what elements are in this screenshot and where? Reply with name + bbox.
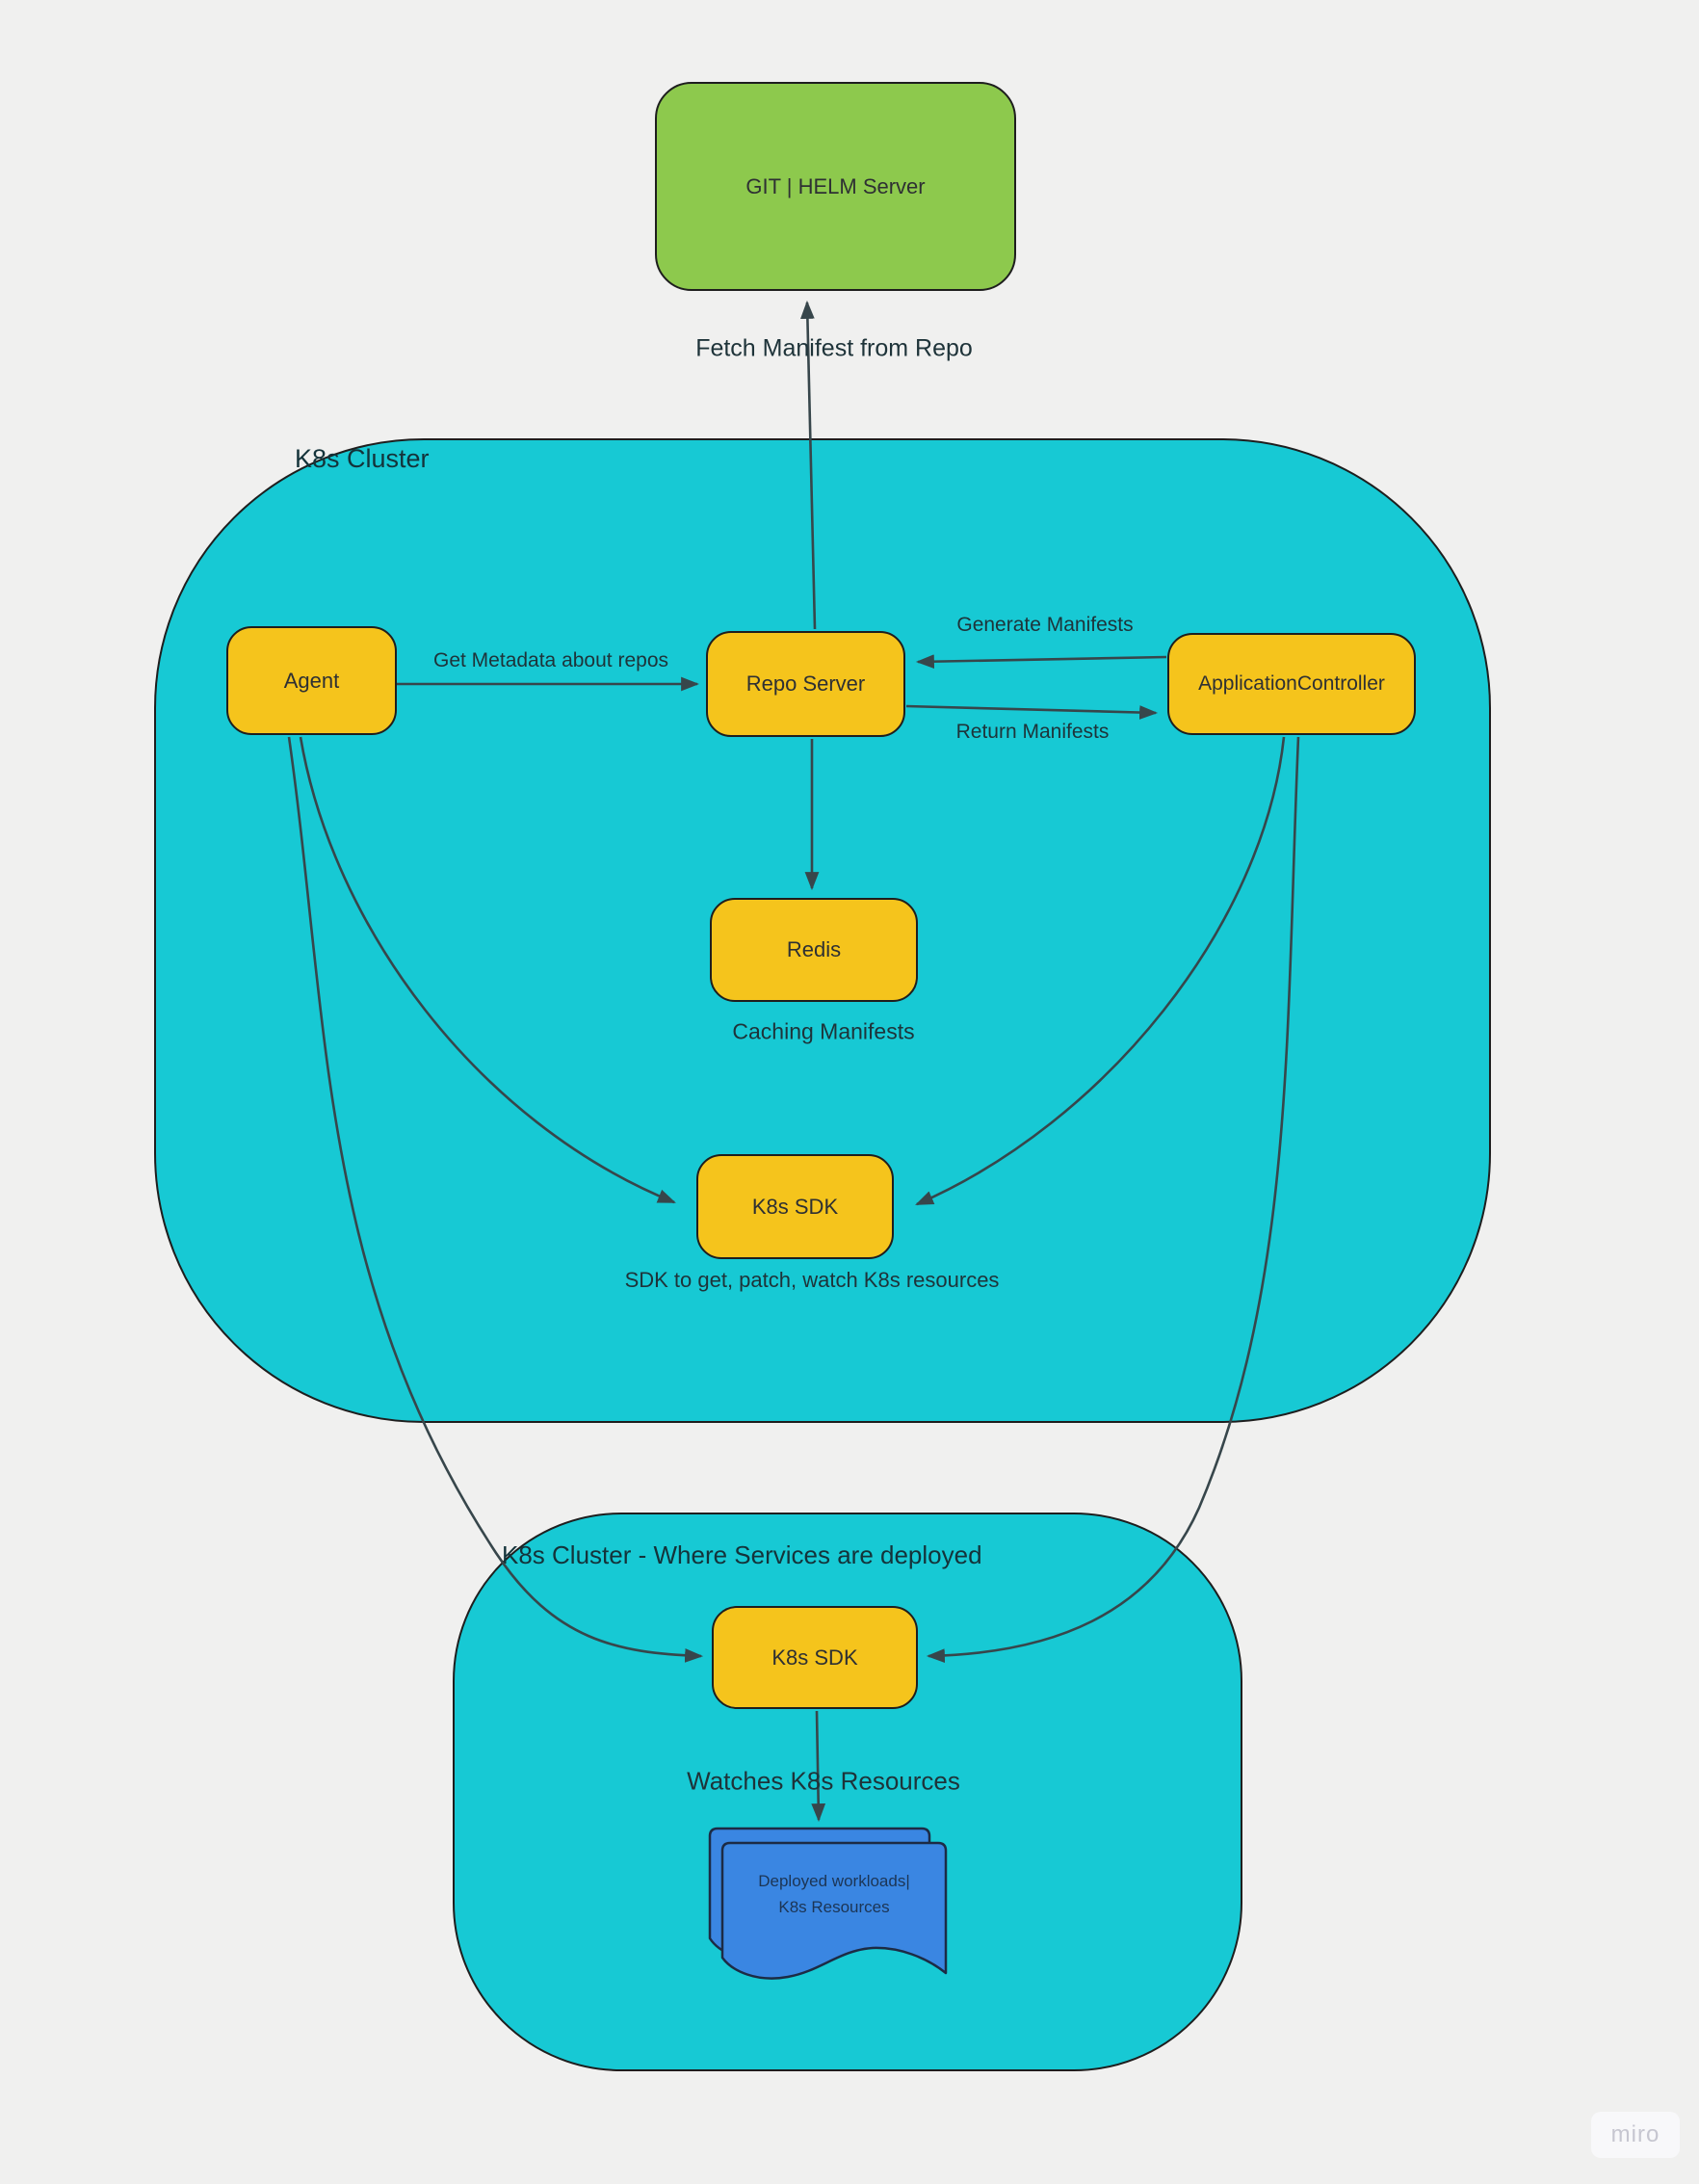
node-application-controller-label: ApplicationController [1198,672,1385,695]
label-get-metadata[interactable]: Get Metadata about repos [433,649,668,671]
node-git-helm-server[interactable]: GIT | HELM Server [655,82,1016,291]
node-repo-server[interactable]: Repo Server [706,631,905,737]
document-front-sheet[interactable] [720,1841,948,1980]
edge-appctrl-to-sdk-deploy[interactable] [926,736,1300,1663]
edge-repo-to-appctrl[interactable] [905,704,1159,720]
node-k8s-sdk-deploy[interactable]: K8s SDK [712,1606,918,1709]
edge-appctrl-to-repo[interactable] [915,654,1167,670]
label-generate-manifests[interactable]: Generate Manifests [956,614,1134,636]
cluster-k8s-main-label: K8s Cluster [295,444,430,473]
miro-watermark: miro [1591,2112,1680,2158]
edge-sdk-deploy-to-workloads[interactable] [811,1710,826,1823]
cluster-k8s-deploy[interactable] [453,1513,1242,2071]
label-fetch-manifest[interactable]: Fetch Manifest from Repo [695,334,973,362]
miro-watermark-label: miro [1610,2121,1660,2147]
node-k8s-sdk-main[interactable]: K8s SDK [696,1154,894,1259]
node-k8s-sdk-deploy-label: K8s SDK [771,1645,858,1670]
edge-agent-to-sdk-main[interactable] [299,736,676,1204]
label-sdk-note[interactable]: SDK to get, patch, watch K8s resources [624,1268,1000,1292]
edge-agent-to-sdk-deploy[interactable] [287,736,704,1663]
node-redis[interactable]: Redis [710,898,918,1002]
node-application-controller[interactable]: ApplicationController [1167,633,1416,735]
node-agent[interactable]: Agent [226,626,397,735]
label-watches-resources[interactable]: Watches K8s Resources [687,1766,960,1796]
node-git-helm-server-label: GIT | HELM Server [745,173,926,198]
node-redis-label: Redis [786,937,842,961]
document-text-line1: Deployed workloads| [758,1871,910,1890]
label-caching-manifests[interactable]: Caching Manifests [732,1018,915,1044]
node-agent-label: Agent [283,668,340,693]
document-text-line2: K8s Resources [778,1898,890,1916]
edge-repo-to-git[interactable] [800,300,817,630]
node-repo-server-label: Repo Server [745,671,866,696]
node-k8s-sdk-main-label: K8s SDK [751,1194,839,1219]
edge-appctrl-to-sdk-main[interactable] [915,736,1286,1206]
label-return-manifests[interactable]: Return Manifests [955,721,1110,743]
document-text: Deployed workloads| K8s Resources [758,1868,910,1920]
cluster-k8s-deploy-label: K8s Cluster - Where Services are deploye… [502,1540,982,1569]
